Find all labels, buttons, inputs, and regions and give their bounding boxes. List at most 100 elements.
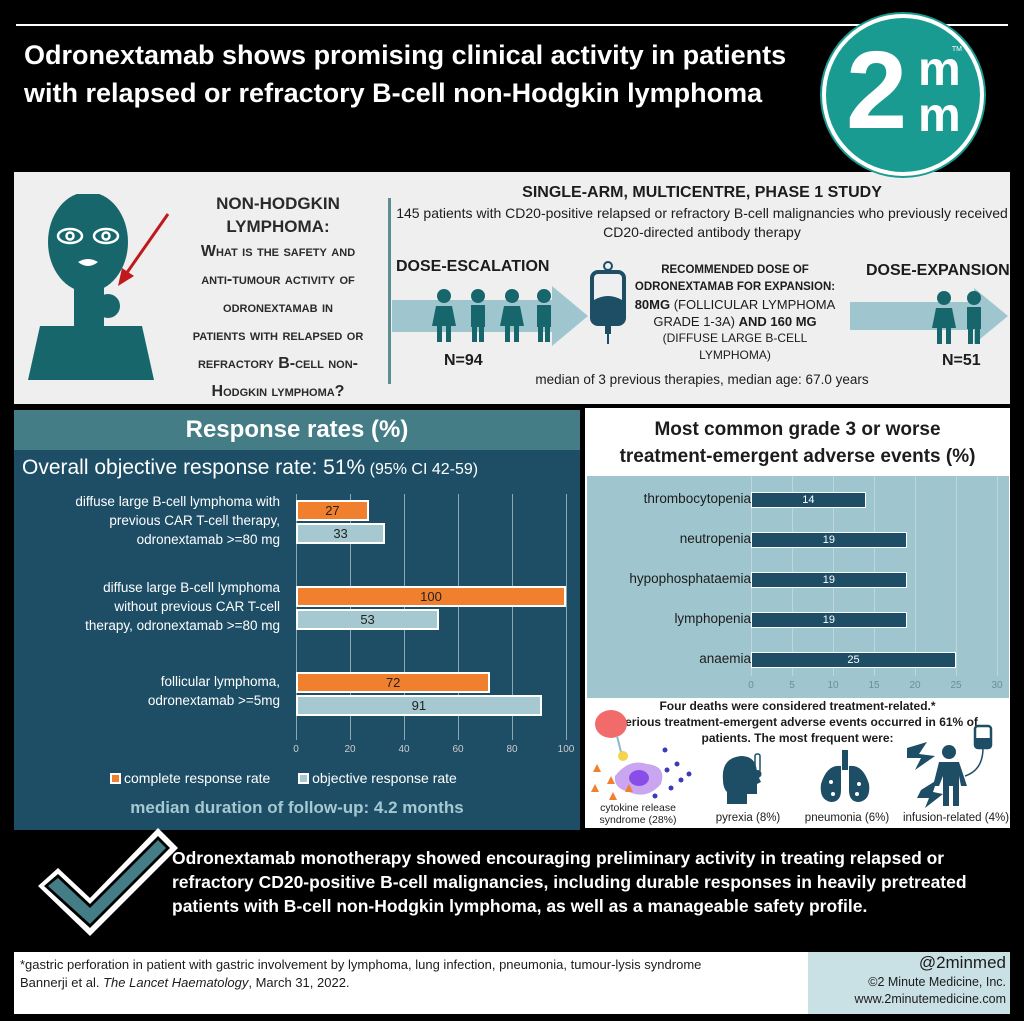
legend-swatch-or [298,773,310,784]
iv-bag-icon [590,261,626,344]
orr-ci: (95% CI 42-59) [365,461,479,478]
overall-orr: Overall objective response rate: 51% (95… [22,456,478,480]
copyright: ©2 Minute Medicine, Inc. [868,975,1006,989]
legend-or-label: objective response rate [312,770,457,786]
gridline [566,494,567,740]
x-tick-label: 100 [557,744,575,755]
serious-ae-pyrexia: pyrexia (8%) [715,812,781,824]
x-tick-label: 40 [398,744,410,755]
rec-dose-80-desc: (FOLLICULAR LYMPHOMA GRADE 1-3A) [653,297,836,329]
brand-box: @2minmed ©2 Minute Medicine, Inc. www.2m… [808,952,1010,1014]
dose-expansion-label: DOSE-EXPANSION [866,262,1010,279]
x-tick-label: 25 [950,680,962,691]
website-link[interactable]: www.2minutemedicine.com [854,992,1006,1006]
ae-bar: 19 [751,532,907,548]
question-line: Hodgkin lymphoma? [211,383,345,400]
logo-2: 2 [846,29,908,152]
x-tick-label: 5 [789,680,795,691]
ae-title-line: treatment-emergent adverse events (%) [619,446,976,467]
dose-escalation-n: N=94 [444,352,483,369]
ae-category-label: anaemia [699,651,751,666]
ae-category-label: neutropenia [679,531,751,546]
cytokine-pct: syndrome (28%) [599,814,677,826]
arrow-pointer-icon [118,213,170,286]
legend-swatch-cr [110,773,121,784]
bar-objective-response: 53 [296,609,440,630]
bar-complete-response: 72 [296,672,491,693]
serious-ae-note: Serious treatment-emergent adverse event… [617,715,978,745]
x-tick-label: 60 [452,744,464,755]
bar-objective-response: 33 [296,523,386,544]
question-heading-2: LYMPHOMA: [226,217,330,236]
study-population: 145 patients with CD20-positive relapsed… [396,205,1008,240]
question-line: patients with relapsed or [192,327,364,344]
logo-tm: TM [951,46,962,53]
ae-bar: 25 [751,652,956,668]
dose-escalation-label: DOSE-ESCALATION [396,258,550,275]
study-question: NON-HODGKIN LYMPHOMA: What is the safety… [164,192,392,406]
bar-objective-response: 91 [296,695,542,716]
question-line: odronextamab in [223,299,333,316]
dose-expansion-n: N=51 [942,352,981,369]
deaths-note: Four deaths were considered treatment-re… [659,699,936,713]
ae-bar: 19 [751,572,907,588]
footnote: *gastric perforation in patient with gas… [20,956,790,992]
dose-expansion-arrow-icon [850,288,1008,344]
x-tick-label: 20 [344,744,356,755]
rec-dose-160: AND 160 MG [738,314,817,329]
header-border [16,24,1008,26]
ae-title-line: Most common grade 3 or worse [654,419,941,440]
question-line: What is the safety and [200,243,356,260]
ae-notes: Four deaths were considered treatment-re… [585,698,1010,746]
citation-journal: The Lancet Haematology [103,975,249,990]
serious-ae-infusion: infusion-related (4%) [902,812,1010,824]
2minutemedicine-logo: 2 m m TM [822,14,984,176]
study-panel: NON-HODGKIN LYMPHOMA: What is the safety… [14,172,1010,404]
response-rates-panel: Response rates (%) Overall objective res… [14,410,628,830]
ae-bar: 19 [751,612,907,628]
rec-line: RECOMMENDED DOSE OF [661,264,809,276]
bar-complete-response: 27 [296,500,369,521]
x-tick-label: 0 [748,680,754,691]
lungs-icon [820,750,870,802]
question-line: refractory B-cell non- [197,355,359,372]
page-title: Odronextamab shows promising clinical ac… [24,40,787,108]
gridline [956,476,957,676]
cytokine-icon [591,710,692,800]
logo-m-bottom: m [918,89,961,142]
x-tick-label: 30 [991,680,1003,691]
citation: Bannerji et al. The Lancet Haematology, … [20,974,790,992]
cytokine-label: cytokine release [600,802,676,814]
follow-up-duration: median duration of follow-up: 4.2 months [130,798,464,817]
question-heading: NON-HODGKIN [216,194,340,213]
citation-date: , March 31, 2022. [248,975,350,990]
orr-value: Overall objective response rate: 51% [22,456,366,479]
recommended-dose: RECOMMENDED DOSE OF ODRONEXTAMAB FOR EXP… [630,262,840,364]
x-tick-label: 80 [506,744,518,755]
response-rates-title: Response rates (%) [14,410,580,450]
question-line: anti-tumour activity of [201,271,355,288]
x-tick-label: 0 [293,744,299,755]
gridline [512,494,513,740]
ae-category-label: lymphopenia [674,611,751,626]
gridline [997,476,998,676]
rec-line: ODRONEXTAMAB FOR EXPANSION: [634,281,836,293]
fever-head-icon [722,753,762,804]
adverse-events-panel: Most common grade 3 or worse treatment-e… [585,408,1010,828]
dose-escalation-arrow-icon [392,286,588,346]
x-tick-label: 20 [909,680,921,691]
study-design-title: SINGLE-ARM, MULTICENTRE, PHASE 1 STUDY [522,184,882,201]
rec-dose-80: 80MG [634,297,671,312]
legend-cr-label: complete response rate [124,770,271,786]
chart-legend: complete response rate objective respons… [110,770,457,786]
x-tick-label: 10 [827,680,839,691]
baseline-characteristics: median of 3 previous therapies, median a… [535,372,869,387]
serious-ae-cytokine: cytokine release syndrome (28%) [593,802,683,826]
patient-figure-icon [28,194,154,380]
category-label: follicular lymphoma,odronextamab >=5mg [147,674,280,708]
infusion-person-icon [907,724,993,808]
social-handle[interactable]: @2minmed [918,953,1006,972]
